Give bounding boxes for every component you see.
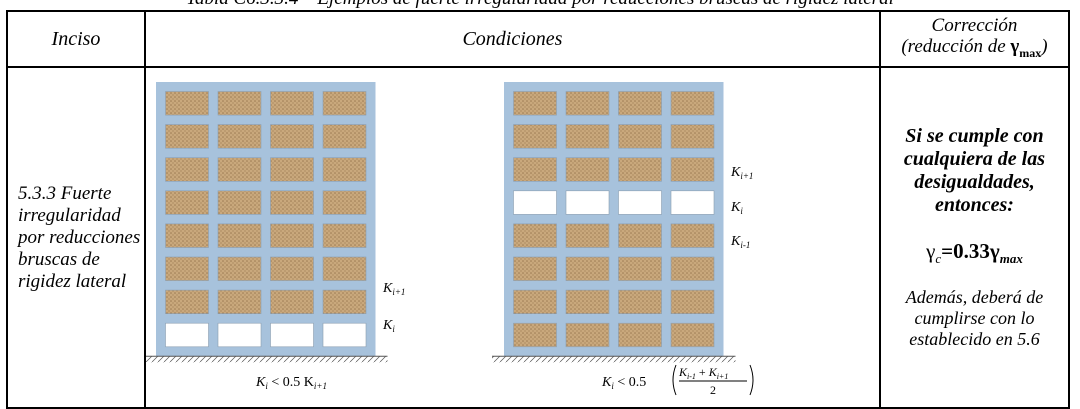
right-building-infill-panel [670,124,715,149]
left-building-infill-panel [165,190,209,215]
header-correccion-line1: Corrección [931,14,1018,36]
left-building-opening [322,322,367,348]
inciso-cell: 5.3.3 Fuerte irregularidad por reduccion… [6,66,146,409]
right-building-opening [513,190,557,215]
left-building-opening [165,322,209,348]
header-row: Inciso Condiciones Corrección (reducción… [6,10,1071,68]
right-building-infill-panel [513,223,557,248]
correccion-cell: Si se cumple con cualquiera de las desig… [878,66,1071,409]
left-building-infill-panel [322,289,367,315]
right-label-k-plus: Ki+1 [730,165,753,181]
right-label-k-minus: Ki-1 [730,234,750,250]
right-building-infill-panel [618,157,662,182]
left-building-infill-panel [322,157,367,182]
right-building-infill-panel [565,124,610,149]
right-building-infill-panel [670,157,715,182]
right-building-infill-panel [670,322,715,348]
right-building-infill-panel [565,157,610,182]
svg-text:2: 2 [710,383,716,397]
right-inequality: Ki < 0.5 Ki-1 + Ki+1 2 [601,364,754,397]
right-building-infill-panel [618,91,662,116]
right-building-infill-panel [670,91,715,116]
right-building-infill-panel [618,124,662,149]
building-diagrams: Ki+1 Ki Ki < 0.5 Ki+1 Ki+1 Ki Ki-1 Ki < … [143,82,754,397]
right-building-infill-panel [565,322,610,348]
right-building-infill-panel [618,223,662,248]
right-building-infill-panel [513,91,557,116]
correccion-condition: Si se cumple con cualquiera de las desig… [903,124,1046,216]
right-building-infill-panel [565,91,610,116]
left-building-infill-panel [217,190,262,215]
left-building-ground-hatch [143,356,388,363]
left-building-infill-panel [270,190,314,215]
right-building-infill-panel [565,256,610,281]
right-building-infill-panel [670,256,715,281]
gamma-symbol: γ [1010,35,1020,57]
left-building-infill-panel [270,289,314,315]
left-building-infill-panel [217,256,262,281]
right-building-diagram [491,82,736,363]
left-building-infill-panel [165,223,209,248]
header-correccion: Corrección (reducción de γmax) [878,10,1071,68]
right-building-frame [503,82,724,357]
right-building-infill-panel [565,289,610,315]
left-building-infill-panel [270,256,314,281]
correccion-note: Además, deberá de cumplirse con lo estab… [905,287,1044,350]
left-building-infill-panel [217,91,262,116]
right-building-infill-panel [513,256,557,281]
left-label-upper: Ki+1 [382,281,405,297]
left-label-lower: Ki [382,318,395,334]
right-building-infill-panel [618,289,662,315]
right-building-infill-panel [513,289,557,315]
irregularity-table: Inciso Condiciones Corrección (reducción… [6,10,1071,409]
left-building-opening [217,322,262,348]
left-building-infill-panel [270,223,314,248]
left-building-frame [155,82,376,357]
right-building-ground-hatch [491,356,736,363]
right-building-infill-panel [670,289,715,315]
left-building-infill-panel [270,157,314,182]
svg-text:Ki < 0.5: Ki < 0.5 [601,375,646,391]
left-building-infill-panel [217,124,262,149]
right-building-infill-panel [513,157,557,182]
left-building-infill-panel [217,157,262,182]
left-building-infill-panel [322,91,367,116]
right-label-k: Ki [730,200,743,216]
right-building-infill-panel [513,124,557,149]
correccion-formula: γc=0.33γmax [926,238,1023,267]
left-building-infill-panel [165,256,209,281]
right-building-opening [618,190,662,215]
header-correccion-line2: (reducción de γmax) [901,35,1048,60]
left-building-infill-panel [165,157,209,182]
header-condiciones: Condiciones [143,10,881,68]
left-inequality: Ki < 0.5 Ki+1 [255,375,327,391]
left-building-infill-panel [270,124,314,149]
left-building-diagram [143,82,388,363]
left-building-infill-panel [322,124,367,149]
table-caption: Tabla C6.3.3.4 – Ejemplos de fuerte irre… [0,0,1080,10]
right-building-infill-panel [513,322,557,348]
left-building-infill-panel [322,223,367,248]
left-building-infill-panel [270,91,314,116]
header-inciso: Inciso [6,10,146,68]
right-building-infill-panel [618,322,662,348]
left-building-infill-panel [217,223,262,248]
left-building-infill-panel [217,289,262,315]
body-row: 5.3.3 Fuerte irregularidad por reduccion… [6,66,1071,409]
right-building-infill-panel [618,256,662,281]
left-building-opening [270,322,314,348]
svg-text:Ki-1 + Ki+1: Ki-1 + Ki+1 [678,365,728,381]
condiciones-cell: Ki+1 Ki Ki < 0.5 Ki+1 Ki+1 Ki Ki-1 Ki < … [143,66,881,409]
right-building-infill-panel [670,223,715,248]
right-building-opening [670,190,715,215]
left-building-infill-panel [165,289,209,315]
left-building-infill-panel [165,91,209,116]
right-building-opening [565,190,610,215]
right-building-infill-panel [565,223,610,248]
left-building-infill-panel [165,124,209,149]
left-building-infill-panel [322,190,367,215]
left-building-infill-panel [322,256,367,281]
